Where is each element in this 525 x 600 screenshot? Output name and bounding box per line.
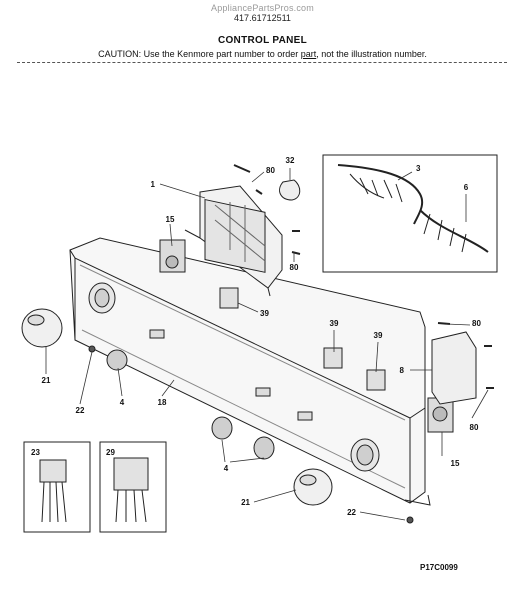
callout-22-bottom: 22 (347, 508, 356, 517)
button-cap-c (253, 436, 275, 460)
site-watermark: AppliancePartsPros.com (211, 3, 314, 13)
model-number: 417.61712511 (234, 13, 291, 23)
page-title: CONTROL PANEL (217, 35, 308, 46)
screws-80 (233, 164, 494, 389)
knob-left (21, 308, 63, 348)
callout-21-bottom: 21 (241, 498, 250, 507)
knob-bottom (293, 468, 333, 506)
callout-39-c: 39 (374, 331, 383, 340)
connector-23-inset (23, 441, 91, 533)
button-cap-b (211, 416, 233, 440)
connector-29-inset (99, 441, 167, 533)
caution-note: CAUTION: Use the Kenmore part number to … (0, 49, 525, 59)
callout-3: 3 (416, 164, 421, 173)
selector-switch-left (159, 239, 186, 273)
button-cap-a (106, 349, 128, 371)
callout-80-right-top: 80 (472, 319, 481, 328)
callout-15-right: 15 (451, 459, 460, 468)
callout-15-left: 15 (166, 215, 175, 224)
screw-22b (406, 516, 414, 524)
header-divider (17, 62, 507, 63)
diagram-code: P17C0099 (420, 563, 458, 572)
screw-22a (88, 345, 96, 353)
callout-32: 32 (286, 156, 295, 165)
callout-labels: 1 15 80 32 3 6 80 39 39 39 80 8 15 80 21… (31, 156, 481, 517)
callout-18: 18 (158, 398, 167, 407)
callout-8: 8 (400, 366, 405, 375)
switch-39b (323, 347, 343, 369)
ring-clamp (279, 179, 301, 201)
switch-39a (219, 287, 239, 309)
callout-4-left: 4 (120, 398, 125, 407)
control-panel-console (69, 237, 431, 506)
wire-harness-inset (322, 154, 498, 273)
callout-80-top: 80 (266, 166, 275, 175)
switch-39c (366, 369, 386, 391)
callout-21-left: 21 (42, 376, 51, 385)
callout-6: 6 (464, 183, 469, 192)
callout-23: 23 (31, 448, 40, 457)
leader-lines (45, 168, 489, 521)
callout-22-left: 22 (76, 406, 85, 415)
caution-part-link[interactable]: part (300, 49, 317, 59)
caution-prefix: CAUTION: Use the Kenmore part number to … (98, 49, 301, 59)
control-board (184, 185, 283, 297)
callout-80-mid: 80 (290, 263, 299, 272)
callout-1: 1 (151, 180, 156, 189)
callout-80-right-bottom: 80 (470, 423, 479, 432)
callout-39-a: 39 (260, 309, 269, 318)
side-board-8 (431, 331, 477, 405)
callout-29: 29 (106, 448, 115, 457)
caution-suffix: , not the illustration number. (316, 49, 427, 59)
callout-4-bottom: 4 (224, 464, 229, 473)
callout-39-b: 39 (330, 319, 339, 328)
selector-switch-right (427, 397, 454, 433)
